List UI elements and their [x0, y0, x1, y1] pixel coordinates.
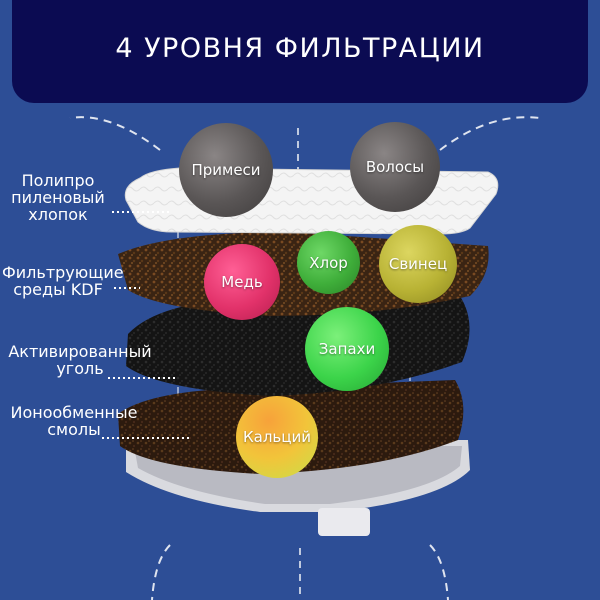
layer-label-cotton-line-3: хлопок [28, 205, 88, 224]
contaminant-chlorine: Хлор [297, 231, 360, 294]
layer-label-carbon: Активированный уголь [0, 343, 160, 377]
flow-arc-left-top [69, 116, 161, 151]
contaminant-impurities-label: Примеси [191, 161, 261, 179]
contaminant-hair-label: Волосы [365, 158, 425, 176]
layer-label-cotton-line-1: Полипро [21, 171, 95, 190]
layer-label-carbon-line-2: уголь [56, 359, 104, 378]
layer-label-carbon-line-1: Активированный [8, 342, 152, 361]
page-title: 4 УРОВНЯ ФИЛЬТРАЦИИ [115, 33, 485, 64]
layer-label-kdf-line-1: Фильтрующие [2, 263, 124, 282]
layer-label-kdf: Фильтрующие среды KDF [2, 263, 124, 299]
contaminant-lead-label: Свинец [388, 255, 448, 273]
layer-label-resin-line-2: смолы [47, 420, 101, 439]
layer-label-kdf-line-2: среды KDF [13, 280, 103, 299]
layer-label-resin: Ионообменные смолы [0, 404, 148, 438]
layer-label-cotton-line-2: пиленовый [11, 188, 105, 207]
contaminant-chlorine-label: Хлор [309, 253, 348, 272]
contaminant-calcium: Кальций [236, 396, 318, 478]
contaminant-impurities: Примеси [179, 123, 273, 217]
contaminant-odors: Запахи [305, 307, 389, 391]
carbon-layer [126, 296, 470, 396]
contaminant-odors-label: Запахи [318, 340, 376, 358]
layer-label-resin-line-1: Ионообменные [10, 403, 138, 422]
flow-arc-right-top [439, 116, 541, 151]
title-banner: 4 УРОВНЯ ФИЛЬТРАЦИИ [12, 0, 588, 103]
contaminant-copper-label: Медь [221, 273, 263, 291]
flow-arc-right-bottom [429, 544, 449, 600]
flow-arc-left-bottom [151, 544, 171, 600]
contaminant-copper: Медь [204, 244, 280, 320]
contaminant-hair: Волосы [350, 122, 440, 212]
contaminant-calcium-label: Кальций [243, 428, 311, 446]
contaminant-lead: Свинец [379, 225, 457, 303]
layer-label-cotton: Полипро пиленовый хлопок [8, 172, 108, 223]
